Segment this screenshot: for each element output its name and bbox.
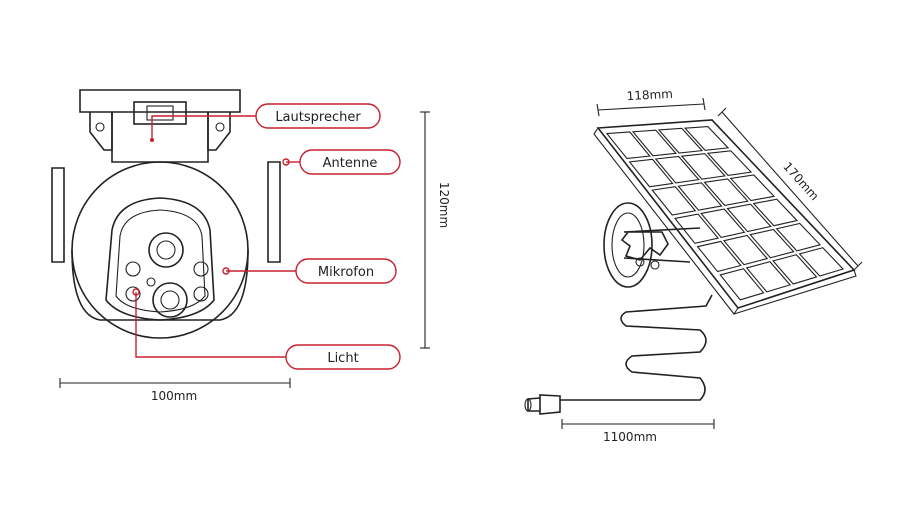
speaker-callout xyxy=(255,103,381,129)
panel-width-label: 118mm xyxy=(626,87,673,103)
solar-cell xyxy=(700,208,746,239)
panel-length-label: 170mm xyxy=(780,159,821,203)
solar-cell xyxy=(657,127,704,154)
microphone-callout xyxy=(295,258,397,284)
solar-cell xyxy=(651,186,697,216)
solar-cell xyxy=(745,261,792,293)
solar-cell xyxy=(798,247,845,277)
antenna-callout xyxy=(299,149,401,175)
solar-cell xyxy=(628,158,674,188)
solar-cell xyxy=(749,228,795,259)
solar-cell xyxy=(752,198,799,227)
camera-width-label: 100mm xyxy=(151,389,197,403)
solar-cell xyxy=(706,150,753,177)
solar-cell xyxy=(654,155,700,184)
camera-drawing xyxy=(51,89,281,339)
solar-cell xyxy=(696,240,742,273)
antenna-label: Antenne xyxy=(323,156,378,171)
solar-cell xyxy=(673,213,720,244)
light-callout xyxy=(285,344,401,370)
camera-height-label: 120mm xyxy=(437,182,451,228)
solar-cell xyxy=(729,174,776,202)
solar-cell xyxy=(722,234,769,266)
solar-cell xyxy=(631,129,678,157)
solar-cell xyxy=(677,182,723,211)
solar-cell xyxy=(726,203,772,233)
solar-cell xyxy=(683,125,730,151)
microphone-label: Mikrofon xyxy=(318,265,374,280)
solar-cells xyxy=(605,125,845,301)
solar-cell xyxy=(703,178,749,206)
speaker-label: Lautsprecher xyxy=(275,110,361,125)
light-label: Licht xyxy=(327,351,358,366)
solar-cell xyxy=(719,268,765,301)
camera-dimensions: 100mm 120mm xyxy=(59,111,451,403)
solar-panel-drawing xyxy=(524,119,857,415)
solar-cell xyxy=(772,254,818,285)
solar-cell xyxy=(775,222,822,252)
camera-callouts: Lautsprecher Antenne Mikrofon Licht xyxy=(132,103,401,370)
solar-cell xyxy=(680,153,726,180)
solar-cell xyxy=(605,131,651,160)
cable-length-label: 1100mm xyxy=(603,430,657,444)
